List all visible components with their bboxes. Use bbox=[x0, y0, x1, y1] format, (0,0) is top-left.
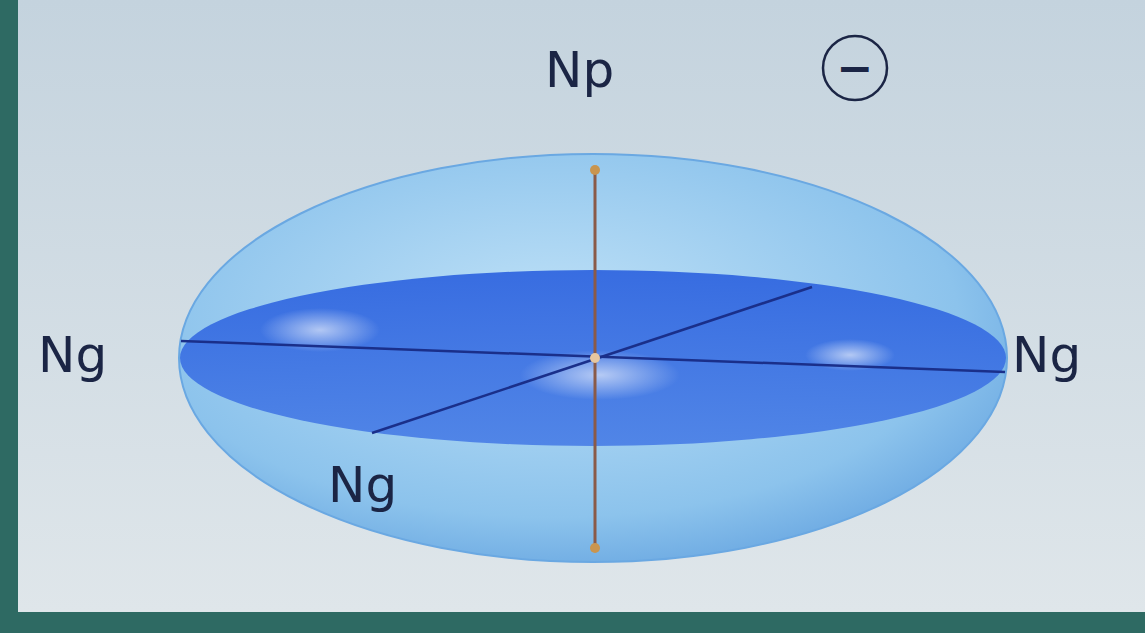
optic-axis-label: Np bbox=[545, 45, 614, 95]
sign-circle: − bbox=[821, 34, 889, 102]
axis-label: Ng bbox=[38, 330, 107, 380]
sign-text: − bbox=[837, 46, 874, 90]
axis-label: Ng bbox=[328, 460, 397, 510]
axis-label: Ng bbox=[1012, 330, 1081, 380]
